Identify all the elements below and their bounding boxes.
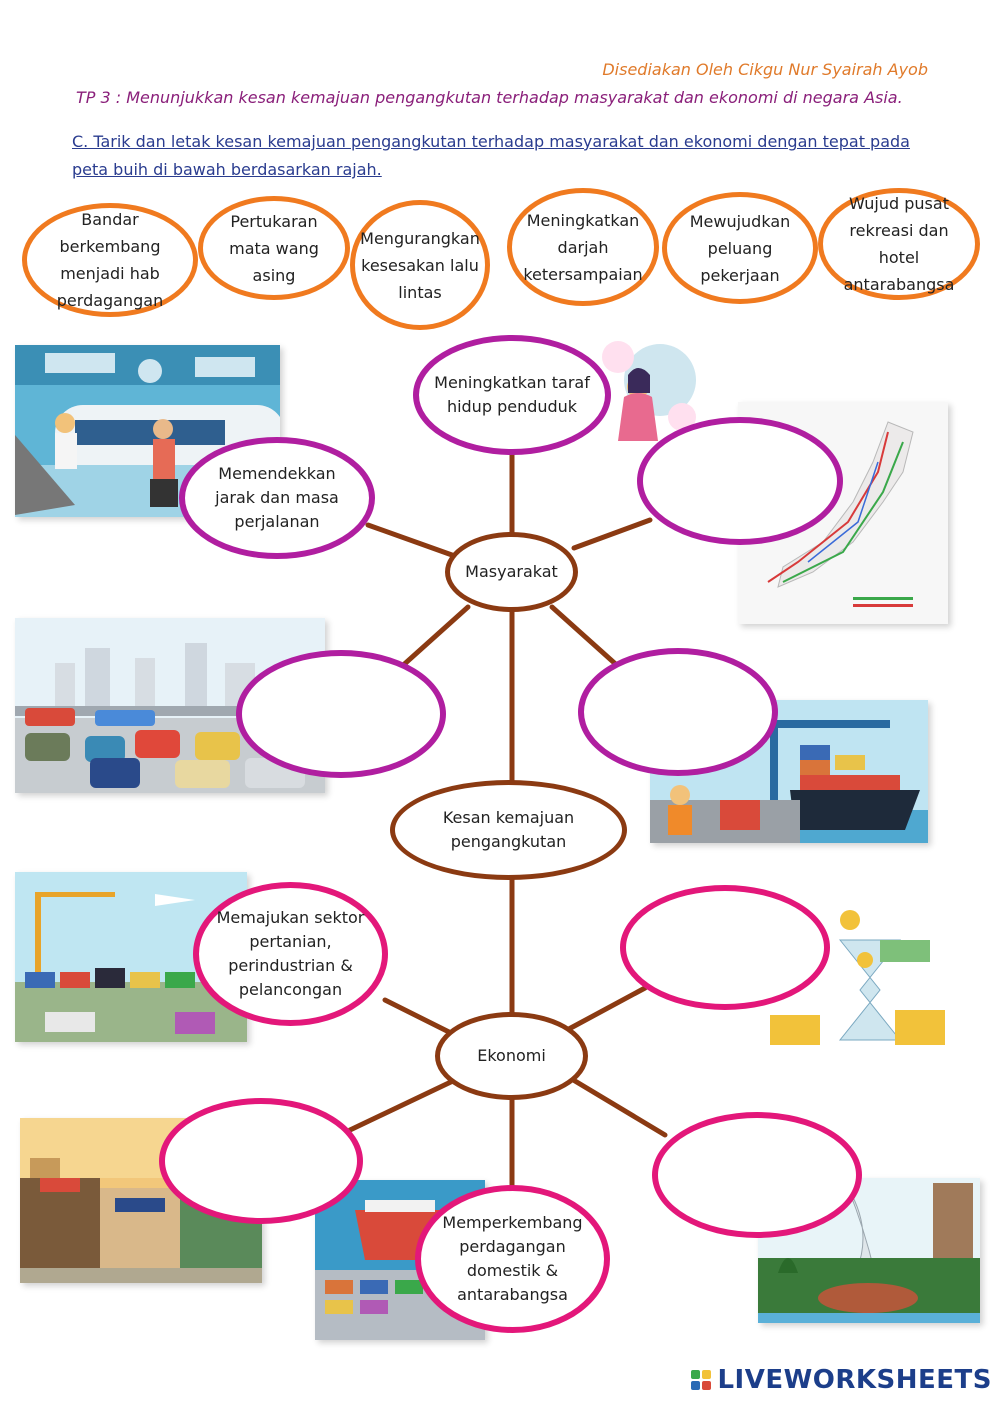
liveworksheets-logo: LIVEWORKSHEETS (691, 1365, 992, 1395)
option-kesesakan[interactable]: Mengurangkan kesesakan lalu lintas (350, 200, 490, 330)
author-credit: Disediakan Oleh Cikgu Nur Syairah Ayob (602, 60, 928, 79)
instruction-text: C. Tarik dan letak kesan kemajuan pengan… (72, 132, 910, 179)
drop-zone-ekonomi-3[interactable] (652, 1112, 862, 1238)
node-sektor: Memajukan sektor pertanian, perindustria… (193, 882, 388, 1026)
node-center: Kesan kemajuan pengangkutan (390, 780, 627, 880)
drop-zone-masyarakat-2[interactable] (236, 650, 446, 778)
drop-zone-masyarakat-1[interactable] (637, 417, 843, 545)
logo-grid-icon (691, 1370, 712, 1390)
node-jarak-masa: Memendekkan jarak dan masa perjalanan (179, 437, 375, 559)
drop-zone-ekonomi-2[interactable] (159, 1098, 363, 1224)
node-ekonomi: Ekonomi (435, 1012, 588, 1100)
node-taraf-hidup: Meningkatkan taraf hidup penduduk (413, 335, 611, 455)
option-pusat-rekreasi[interactable]: Wujud pusat rekreasi dan hotel antaraban… (818, 188, 980, 300)
brand-text: LIVEWORKSHEETS (717, 1365, 992, 1395)
node-masyarakat: Masyarakat (445, 532, 578, 612)
people-image (590, 335, 700, 447)
option-hab-perdagangan[interactable]: Bandar berkembang menjadi hab perdaganga… (22, 203, 198, 317)
drop-zone-ekonomi-1[interactable] (620, 885, 830, 1010)
option-ketersampaian[interactable]: Meningkatkan darjah ketersampaian (507, 188, 659, 306)
drop-zone-masyarakat-3[interactable] (578, 648, 778, 776)
option-mata-wang[interactable]: Pertukaran mata wang asing (198, 196, 350, 300)
node-perdagangan: Memperkembang perdagangan domestik & ant… (415, 1185, 610, 1333)
option-peluang-pekerjaan[interactable]: Mewujudkan peluang pekerjaan (662, 192, 818, 304)
tp-title: TP 3 : Menunjukkan kesan kemajuan pengan… (76, 88, 903, 107)
